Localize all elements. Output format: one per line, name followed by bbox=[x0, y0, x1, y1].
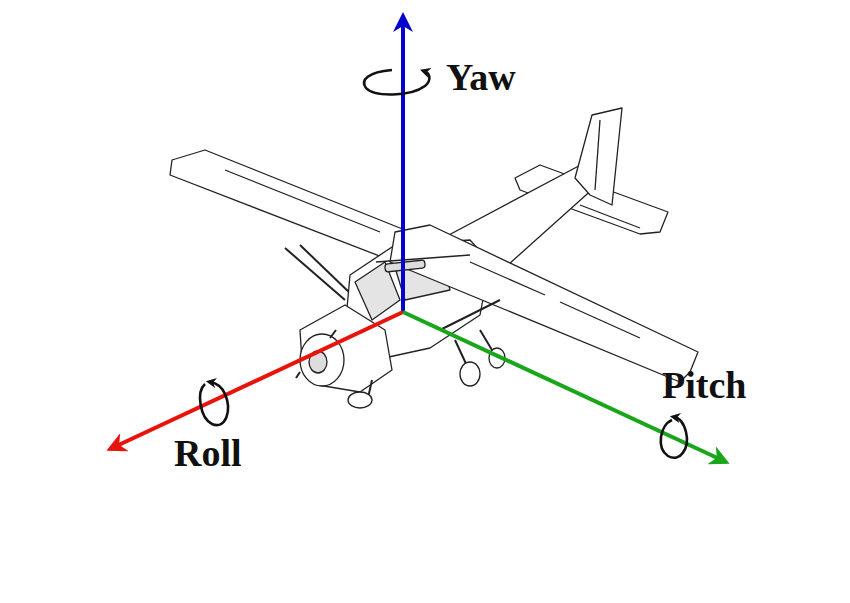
axis-label: Roll bbox=[174, 434, 242, 472]
airplane bbox=[170, 108, 698, 408]
rotation-arrows bbox=[200, 70, 687, 458]
axes bbox=[110, 16, 726, 462]
roll-axis bbox=[110, 312, 403, 449]
roll-rotation-arrow bbox=[200, 382, 228, 425]
axis-label: Yaw bbox=[446, 58, 516, 96]
yaw-rotation-arrow bbox=[364, 70, 429, 95]
yaw-axis bbox=[401, 16, 405, 312]
axis-label: Pitch bbox=[662, 366, 746, 404]
pitch-rotation-arrow bbox=[661, 417, 687, 458]
